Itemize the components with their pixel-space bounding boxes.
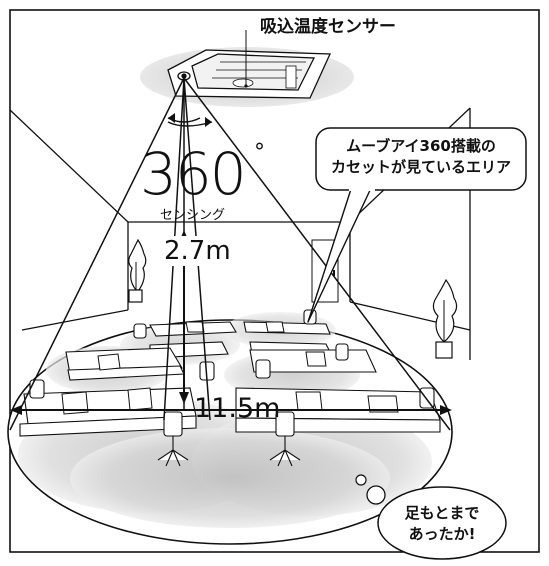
cassette-unit [167,49,331,99]
plant-left [128,238,147,303]
callout-feet-line1: 足もとまで [404,504,480,522]
big-360-label: 360 [140,140,247,208]
width-label: 11.5m [194,393,281,424]
callout-cassette-text: ムーブアイ360搭載の カセットが見ているエリア [320,136,522,178]
floor-zone-front [70,428,390,528]
callout-cassette-bubble [307,127,527,323]
sensing-label: センシング [160,208,226,223]
callout-feet-bubble [355,474,507,560]
sensor-label: 吸込温度センサー [260,17,396,37]
rotation-arrows [167,113,213,127]
callout-cassette-line2: カセットが見ているエリア [330,158,511,176]
plant-right [432,278,458,359]
callout-feet-text: 足もとまで あったか! [384,503,500,545]
width-arrow [10,405,452,415]
callout-feet-line2: あったか! [408,525,476,543]
room-walls [9,107,471,360]
callout-cassette-line1: ムーブアイ360搭載の [346,137,496,155]
height-label: 2.7m [162,236,233,266]
laptops [61,321,399,415]
degree-symbol: ° [254,140,265,165]
